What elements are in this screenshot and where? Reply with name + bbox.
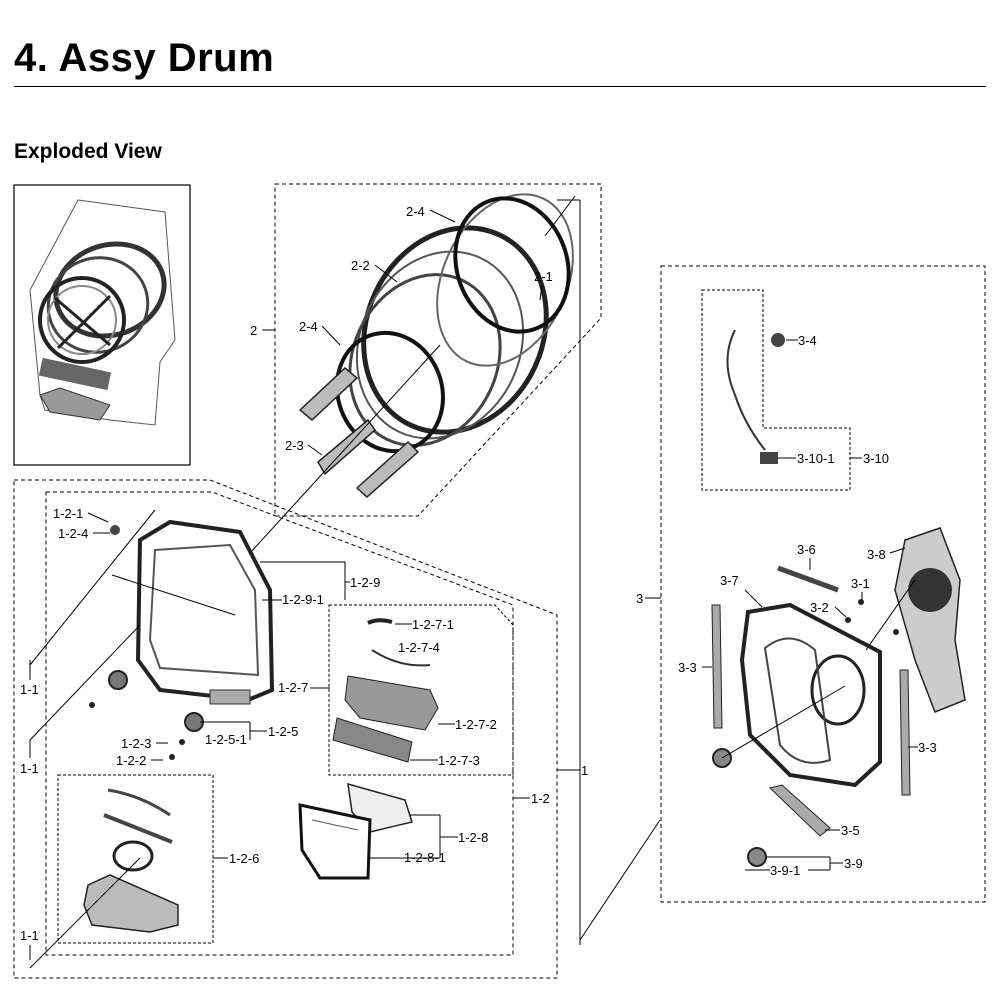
- callout-1-2-5-1: 1-2-5-1: [205, 732, 247, 747]
- page-title: 4. Assy Drum: [14, 36, 275, 80]
- callout-2-1: 2-1: [534, 269, 553, 284]
- callout-3-7: 3-7: [720, 573, 739, 588]
- callout-1-2-5: 1-2-5: [268, 724, 298, 739]
- callout-3-1: 3-1: [851, 576, 870, 591]
- callout-1-2-7-1: 1-2-7-1: [412, 617, 454, 632]
- section-title: Exploded View: [14, 140, 162, 163]
- callout-1-2-7: 1-2-7: [278, 680, 308, 695]
- callout-1-2-7-4: 1-2-7-4: [398, 640, 440, 655]
- callout-1-2-7-2: 1-2-7-2: [455, 717, 497, 732]
- callout-3-4: 3-4: [798, 333, 817, 348]
- callout-1-2-1: 1-2-1: [53, 506, 83, 521]
- front-assy-group-1: [13, 479, 558, 979]
- callout-1-2-7-3: 1-2-7-3: [438, 753, 480, 768]
- callout-3-3-left: 3-3: [678, 660, 697, 675]
- callout-2-3: 2-3: [285, 438, 304, 453]
- callout-1-1-lower: 1-1: [20, 928, 39, 943]
- title-divider: [14, 86, 986, 87]
- callout-3-3-right: 3-3: [918, 740, 937, 755]
- callout-1-2-8: 1-2-8: [458, 830, 488, 845]
- callout-1-2-4: 1-2-4: [58, 526, 88, 541]
- callout-3-2: 3-2: [810, 600, 829, 615]
- callout-1-1-middle: 1-1: [20, 761, 39, 776]
- callout-1-2-2: 1-2-2: [116, 753, 146, 768]
- callout-3-10: 3-10: [863, 451, 889, 466]
- callout-3-8: 3-8: [867, 547, 886, 562]
- callout-3-9-1: 3-9-1: [770, 863, 800, 878]
- callout-1-2-9: 1-2-9: [350, 575, 380, 590]
- rear-assy-group-3: [660, 265, 986, 903]
- callout-1-2-6: 1-2-6: [229, 851, 259, 866]
- callout-3-6: 3-6: [797, 542, 816, 557]
- callout-2-4-bottom: 2-4: [299, 319, 318, 334]
- callout-1-1-upper: 1-1: [20, 682, 39, 697]
- assembled-drum-thumbnail: [13, 184, 191, 466]
- callout-3: 3: [636, 591, 643, 606]
- drum-group-2: [249, 183, 602, 554]
- callout-1-2-3: 1-2-3: [121, 736, 151, 751]
- subgroup-1-2-6: [29, 774, 214, 969]
- callout-3-5: 3-5: [841, 823, 860, 838]
- callout-3-9: 3-9: [844, 856, 863, 871]
- callout-2-4-top: 2-4: [406, 204, 425, 219]
- subgroup-1-2-7: [328, 604, 514, 776]
- callout-2-2: 2-2: [351, 258, 370, 273]
- lint-filter-1-2-8: [298, 782, 413, 880]
- callout-2: 2: [250, 323, 257, 338]
- callout-1-2-9-1: 1-2-9-1: [282, 592, 324, 607]
- callout-1-2-8-1: 1-2-8-1: [404, 850, 446, 865]
- callout-1-2: 1-2: [531, 791, 550, 806]
- callout-1: 1: [581, 763, 588, 778]
- callout-3-10-1: 3-10-1: [797, 451, 835, 466]
